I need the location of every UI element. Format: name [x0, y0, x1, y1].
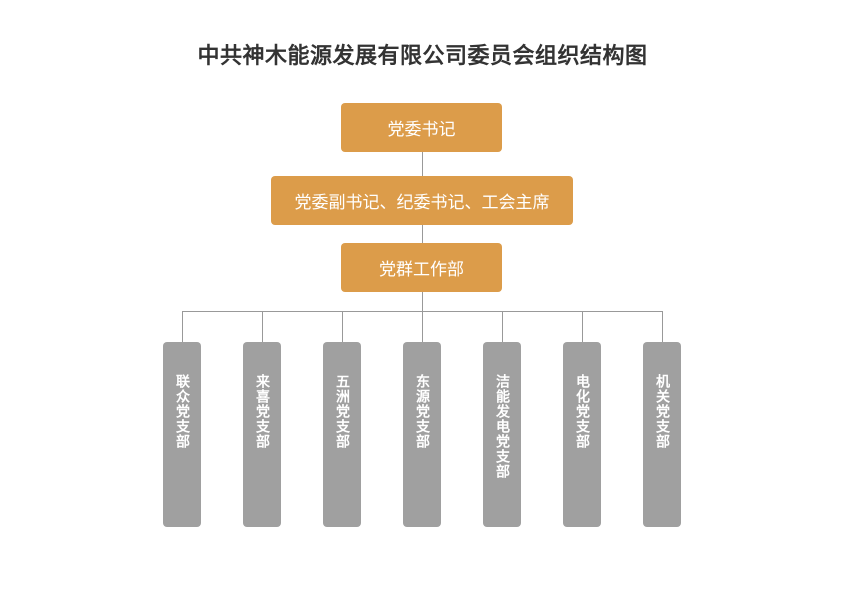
- branch-label: 联众党支部: [174, 374, 190, 449]
- node-party-secretary: 党委书记: [341, 103, 502, 152]
- branch-label: 东源党支部: [414, 374, 430, 449]
- connector-3-bus: [422, 292, 423, 311]
- connector-2-3: [422, 225, 423, 243]
- branch-node: 来喜党支部: [243, 342, 281, 527]
- node-label: 党群工作部: [379, 260, 464, 280]
- drop-branch-1: [182, 311, 183, 342]
- branch-label: 电化党支部: [574, 374, 590, 449]
- branch-node: 电化党支部: [563, 342, 601, 527]
- drop-branch-7: [662, 311, 663, 342]
- branch-label: 来喜党支部: [254, 374, 270, 449]
- drop-branch-4: [422, 311, 423, 342]
- branch-node: 机关党支部: [643, 342, 681, 527]
- branch-node: 联众党支部: [163, 342, 201, 527]
- branch-label: 五洲党支部: [334, 374, 350, 449]
- branch-label: 机关党支部: [654, 374, 670, 449]
- node-party-affairs-dept: 党群工作部: [341, 243, 502, 292]
- node-deputy-secretaries: 党委副书记、纪委书记、工会主席: [271, 176, 573, 225]
- node-label: 党委副书记、纪委书记、工会主席: [294, 193, 550, 213]
- node-label: 党委书记: [387, 120, 456, 140]
- drop-branch-5: [502, 311, 503, 342]
- chart-title: 中共神木能源发展有限公司委员会组织结构图: [197, 44, 648, 69]
- drop-branch-3: [342, 311, 343, 342]
- drop-branch-2: [262, 311, 263, 342]
- branch-label: 洁能发电党支部: [494, 374, 510, 479]
- connector-1-2: [422, 152, 423, 176]
- branch-node: 东源党支部: [403, 342, 441, 527]
- drop-branch-6: [582, 311, 583, 342]
- branch-node: 五洲党支部: [323, 342, 361, 527]
- branch-node: 洁能发电党支部: [483, 342, 521, 527]
